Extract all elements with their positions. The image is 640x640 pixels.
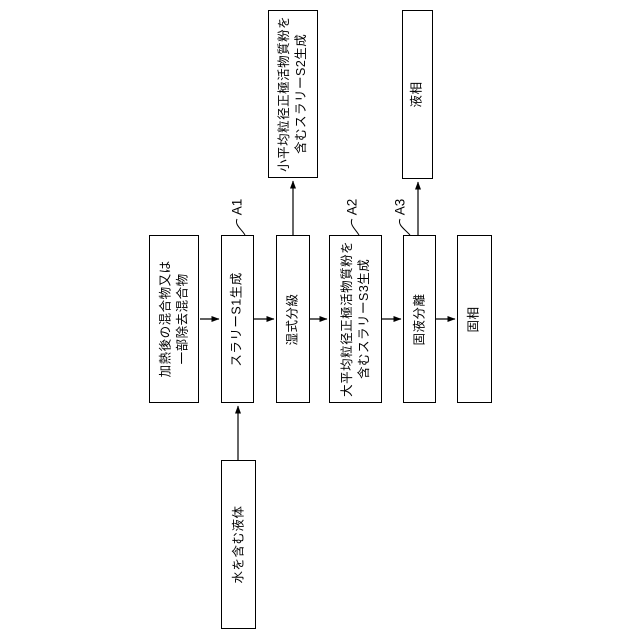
process-box-heated-mixture-label: 加熱後の混合物又は 一部除去混合物 xyxy=(158,260,190,378)
process-box-solid-liquid-separation: 固液分離 xyxy=(403,235,436,403)
process-box-slurry-s3-label: 大平均粒径正極活物質粉を 含むスラリーS3生成 xyxy=(339,240,371,398)
output-box-slurry-s2-generation: 小平均粒径正極活物質粉を 含むスラリーS2生成 xyxy=(268,10,318,178)
leader-line-a3 xyxy=(398,218,411,236)
output-box-liquid-phase: 液相 xyxy=(402,10,433,179)
reference-label-a3: A3 xyxy=(392,198,408,216)
process-box-solid-phase-label: 固相 xyxy=(467,305,482,333)
leader-line-a1 xyxy=(235,218,246,236)
process-box-heated-mixture: 加熱後の混合物又は 一部除去混合物 xyxy=(149,235,199,403)
reference-label-a2: A2 xyxy=(344,198,360,216)
output-box-slurry-s2-label: 小平均粒径正極活物質粉を 含むスラリーS2生成 xyxy=(277,15,309,173)
process-box-solid-phase: 固相 xyxy=(457,235,492,403)
process-box-slurry-s1-label: スラリーS1生成 xyxy=(230,271,245,367)
process-box-slurry-s3-generation: 大平均粒径正極活物質粉を 含むスラリーS3生成 xyxy=(329,235,382,403)
process-box-slurry-s1-generation: スラリーS1生成 xyxy=(221,235,254,403)
process-box-wet-classification-label: 湿式分級 xyxy=(285,292,300,346)
input-box-water-liquid-label: 水を含む液体 xyxy=(231,505,246,584)
leader-line-a2 xyxy=(350,218,360,236)
process-box-solid-liquid-separation-label: 固液分離 xyxy=(412,292,427,346)
reference-label-a1: A1 xyxy=(229,198,245,216)
process-box-wet-classification: 湿式分級 xyxy=(276,235,310,403)
input-box-water-containing-liquid: 水を含む液体 xyxy=(221,460,256,629)
output-box-liquid-phase-label: 液相 xyxy=(410,81,425,108)
